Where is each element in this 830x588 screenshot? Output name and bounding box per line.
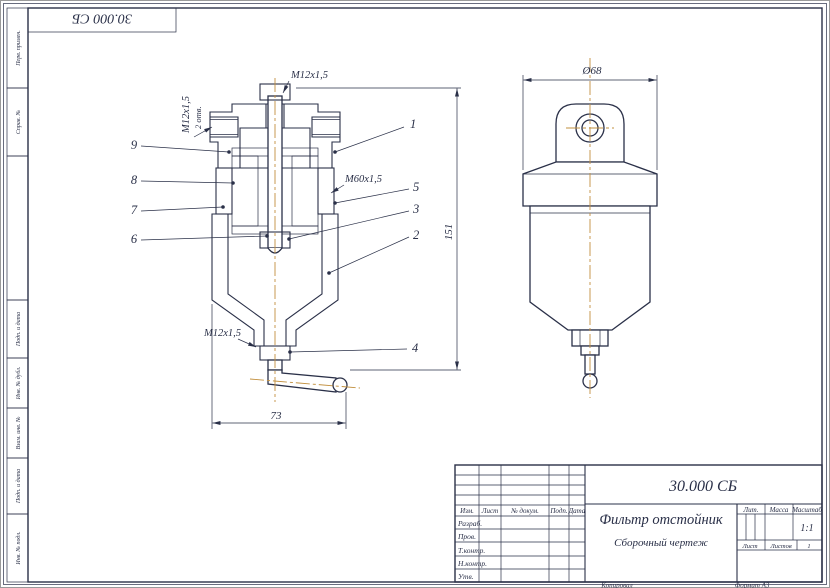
thread-labels: M12x1,5 2 отв. M12x1,5 M60x1,5 M12x1,5 xyxy=(181,70,382,348)
main-view: 151 73 M12x1,5 2 отв. M12x1,5 M60x1,5 M1… xyxy=(131,70,461,429)
port-holes-note: 2 отв. xyxy=(193,106,203,129)
row-nkontr: Н.контр. xyxy=(457,559,487,568)
title-block: 30.000 СБ Фильтр отстойник Сборочный чер… xyxy=(454,464,823,583)
dim-height-text: 151 xyxy=(443,224,455,241)
strip-label: Подп. и дата xyxy=(15,312,22,347)
filter-element-left xyxy=(231,155,259,227)
callouts: 9 8 7 6 1 5 3 2 4 xyxy=(131,117,419,355)
footer-format: Формат А3 xyxy=(735,582,770,588)
scale-value: 1:1 xyxy=(800,523,813,534)
strip-label: Подп. и дата xyxy=(15,469,22,504)
footer-copied: Копировал xyxy=(600,582,632,588)
side-strip: Перв. примен. Справ. № Подп. и дата Инв.… xyxy=(6,7,29,583)
filter-element-right xyxy=(291,155,319,227)
row-razrab: Разраб. xyxy=(457,519,482,528)
row-tkontr: Т.контр. xyxy=(458,546,485,555)
masshtab-header: Масштаб xyxy=(791,506,822,514)
listov-label: Листов xyxy=(769,543,791,550)
dim-height: 151 xyxy=(296,87,461,371)
col-doc: № докум. xyxy=(510,507,539,515)
side-view: Ø68 xyxy=(522,58,658,398)
listov-value: 1 xyxy=(807,543,810,550)
drain-spout-tip xyxy=(332,377,348,393)
col-data: Дата xyxy=(568,507,586,515)
doc-subtitle: Сборочный чертеж xyxy=(614,537,708,549)
doc-title: Фильтр отстойник xyxy=(599,512,723,528)
top-thread-label: M12x1,5 xyxy=(290,70,328,81)
dim-width: 73 xyxy=(211,304,347,429)
callout-6: 6 xyxy=(131,232,138,246)
massa-header: Масса xyxy=(769,506,789,514)
corner-designation: 30.000 СБ xyxy=(72,11,133,26)
callout-1: 1 xyxy=(410,117,416,131)
doc-designation: 30.000 СБ xyxy=(668,478,738,495)
drain-thread-label: M12x1,5 xyxy=(203,328,241,339)
col-izm: Изм. xyxy=(459,507,474,515)
row-prov: Пров. xyxy=(457,532,476,541)
callout-9: 9 xyxy=(131,138,138,152)
dim-diameter-text: Ø68 xyxy=(582,65,602,77)
col-podp: Подп. xyxy=(549,507,568,515)
callout-4: 4 xyxy=(412,341,418,355)
dim-width-text: 73 xyxy=(271,410,283,422)
lit-header: Лит. xyxy=(742,506,758,514)
outer-border xyxy=(3,3,827,585)
spout-centerline xyxy=(249,378,361,389)
strip-label: Инв. № дубл. xyxy=(15,367,22,401)
callout-5: 5 xyxy=(413,180,419,194)
callout-7: 7 xyxy=(131,203,138,217)
list-label: Лист xyxy=(741,543,758,550)
strip-label: Перв. примен. xyxy=(16,30,22,67)
callout-8: 8 xyxy=(131,173,138,187)
col-list: Лист xyxy=(481,507,498,515)
port-thread-lines xyxy=(210,119,340,135)
body-thread-label: M60x1,5 xyxy=(344,174,382,185)
port-thread-label: M12x1,5 xyxy=(181,96,192,134)
dim-diameter: Ø68 xyxy=(522,65,658,170)
strip-label: Инв. № подл. xyxy=(15,531,22,565)
strip-label: Взам. инв. № xyxy=(16,416,22,449)
callout-2: 2 xyxy=(413,228,419,242)
callout-3: 3 xyxy=(412,202,419,216)
row-utv: Утв. xyxy=(458,572,474,581)
drain-spout xyxy=(267,369,337,393)
strip-label: Справ. № xyxy=(16,110,22,135)
